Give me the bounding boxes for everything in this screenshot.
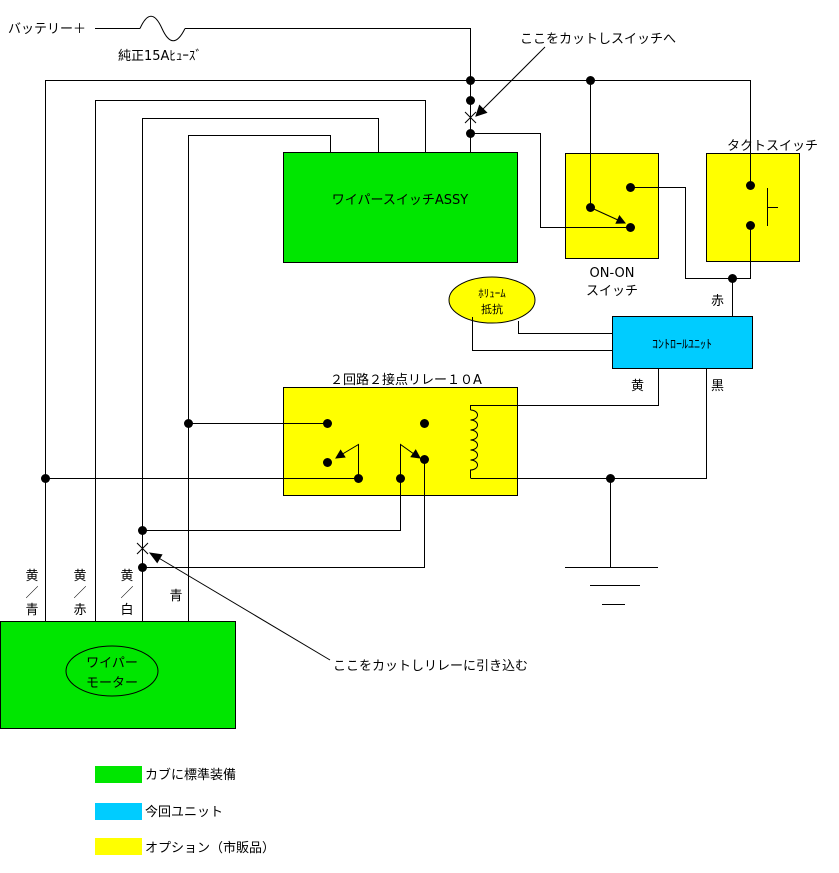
fuse-symbol [139, 15, 186, 42]
fuse-label: 純正15Aﾋｭｰｽﾞ [118, 49, 202, 64]
control-unit-label: ｺﾝﾄﾛｰﾙﾕﾆｯﾄ [652, 337, 712, 351]
wiper-motor-ellipse [65, 645, 159, 697]
legend-label-option: オプション（市販品） [145, 840, 275, 856]
relay-lever-right-arrowhead [410, 449, 421, 459]
on-on-switch-box [565, 153, 659, 259]
control-unit-box [612, 316, 753, 369]
cut-mark-switch [464, 111, 477, 124]
cut-mark-motor [136, 542, 149, 555]
relay-lever-right [400, 443, 417, 478]
wire-switch-to-on-on [470, 133, 630, 228]
junction-dot [184, 419, 193, 428]
wire-yellow-to-coil [470, 368, 659, 410]
motor-wire-1-bottom: 青 [25, 603, 38, 618]
motor-wire-4-label: 青 [169, 589, 182, 604]
motor-wire-3-sep: ／ [120, 586, 133, 601]
arrow-cut-to-switch [480, 46, 546, 112]
wire-label-yellow: 黄 [631, 379, 644, 394]
motor-wire-3-top: 黄 [120, 569, 133, 584]
on-on-switch-lever-arrowhead [615, 215, 627, 224]
junction-dot [138, 563, 147, 572]
volume-resistor-ellipse [448, 276, 536, 324]
junction-dot [606, 474, 615, 483]
junction-dot [466, 129, 475, 138]
relay-lever-left-arrowhead [335, 449, 346, 459]
tact-switch-symbol [767, 188, 778, 226]
wire-black-ground [470, 368, 707, 479]
wire-label-black: 黒 [711, 379, 724, 394]
relay-terminal [323, 419, 332, 428]
legend-label-standard: カブに標準装備 [145, 767, 236, 783]
wire-on-on-to-tact [630, 187, 751, 279]
tact-terminal-b [746, 221, 755, 230]
tact-switch-box [706, 153, 800, 262]
wire-relay-contact-to-motor [142, 459, 425, 568]
relay-lever-left [339, 443, 359, 478]
volume-resistor-label-1: ﾎﾘｭｰﾑ [478, 287, 506, 300]
junction-dots [41, 76, 755, 572]
arrow-cut-to-switch-head [475, 104, 488, 117]
on-on-switch-label-1: ON-ON [590, 266, 635, 281]
junction-dot [41, 474, 50, 483]
relay-coil [470, 409, 478, 478]
relay-terminal [420, 419, 429, 428]
note-cut-to-relay: ここをカットしリレーに引き込む [333, 659, 528, 674]
motor-wire-3-bottom: 白 [120, 602, 133, 618]
motor-wire-2-sep: ／ [73, 586, 86, 601]
relay-common-terminal [354, 474, 363, 483]
motor-wire-2-bottom: 赤 [73, 603, 86, 618]
on-on-terminal-b [626, 223, 635, 232]
junction-dot [728, 274, 737, 283]
wire-relay-common-to-motor-feed [142, 478, 401, 531]
on-on-common-terminal [586, 203, 595, 212]
legend-swatch-unit [95, 803, 142, 820]
motor-wire-2-top: 黄 [73, 569, 86, 584]
arrow-cut-to-relay-head [148, 552, 163, 564]
wiper-motor-label-1: ワイパー [86, 656, 138, 671]
ground-symbol [565, 567, 658, 605]
on-on-terminal-a [626, 183, 635, 192]
wire-yellow-white [142, 118, 379, 621]
motor-wire-1-sep: ／ [25, 586, 38, 601]
motor-wire-1-top: 黄 [25, 569, 38, 584]
junction-dot [138, 526, 147, 535]
wire-blue [188, 135, 331, 621]
legend: カブに標準装備 今回ユニット オプション（市販品） [95, 766, 275, 856]
on-on-switch-lever [590, 207, 620, 221]
relay-terminal [323, 458, 332, 467]
wire-yellow-red [95, 100, 426, 621]
junction-dot [466, 76, 475, 85]
battery-label: バッテリー＋ [8, 22, 86, 37]
legend-swatch-standard [95, 766, 142, 783]
arrow-cut-to-relay [156, 556, 331, 661]
wire-volume-2 [472, 317, 612, 351]
wire-volume-1 [518, 321, 612, 334]
on-on-switch-label-2: スイッチ [586, 284, 638, 299]
tact-switch-label: タクトスイッチ [727, 139, 818, 154]
junction-dot [586, 76, 595, 85]
wiper-switch-box [283, 152, 518, 263]
note-cut-to-switch: ここをカットしスイッチへ [520, 32, 676, 47]
wire-main-bus [45, 80, 751, 621]
volume-resistor-label-2: 抵抗 [481, 302, 503, 316]
tact-terminal-a [746, 181, 755, 190]
legend-swatch-option [95, 838, 142, 855]
wiper-motor-label-2: モーター [86, 676, 138, 691]
relay-label: ２回路２接点リレー１０A [330, 372, 482, 388]
wiper-motor-box [0, 621, 236, 729]
junction-dot [466, 96, 475, 105]
legend-label-unit: 今回ユニット [145, 804, 223, 820]
relay-common-terminal [396, 474, 405, 483]
wire-label-red: 赤 [711, 294, 724, 309]
wiper-switch-label: ワイパースイッチASSY [332, 193, 468, 208]
relay-terminal [420, 455, 429, 464]
wire-battery-to-switch [185, 28, 471, 152]
